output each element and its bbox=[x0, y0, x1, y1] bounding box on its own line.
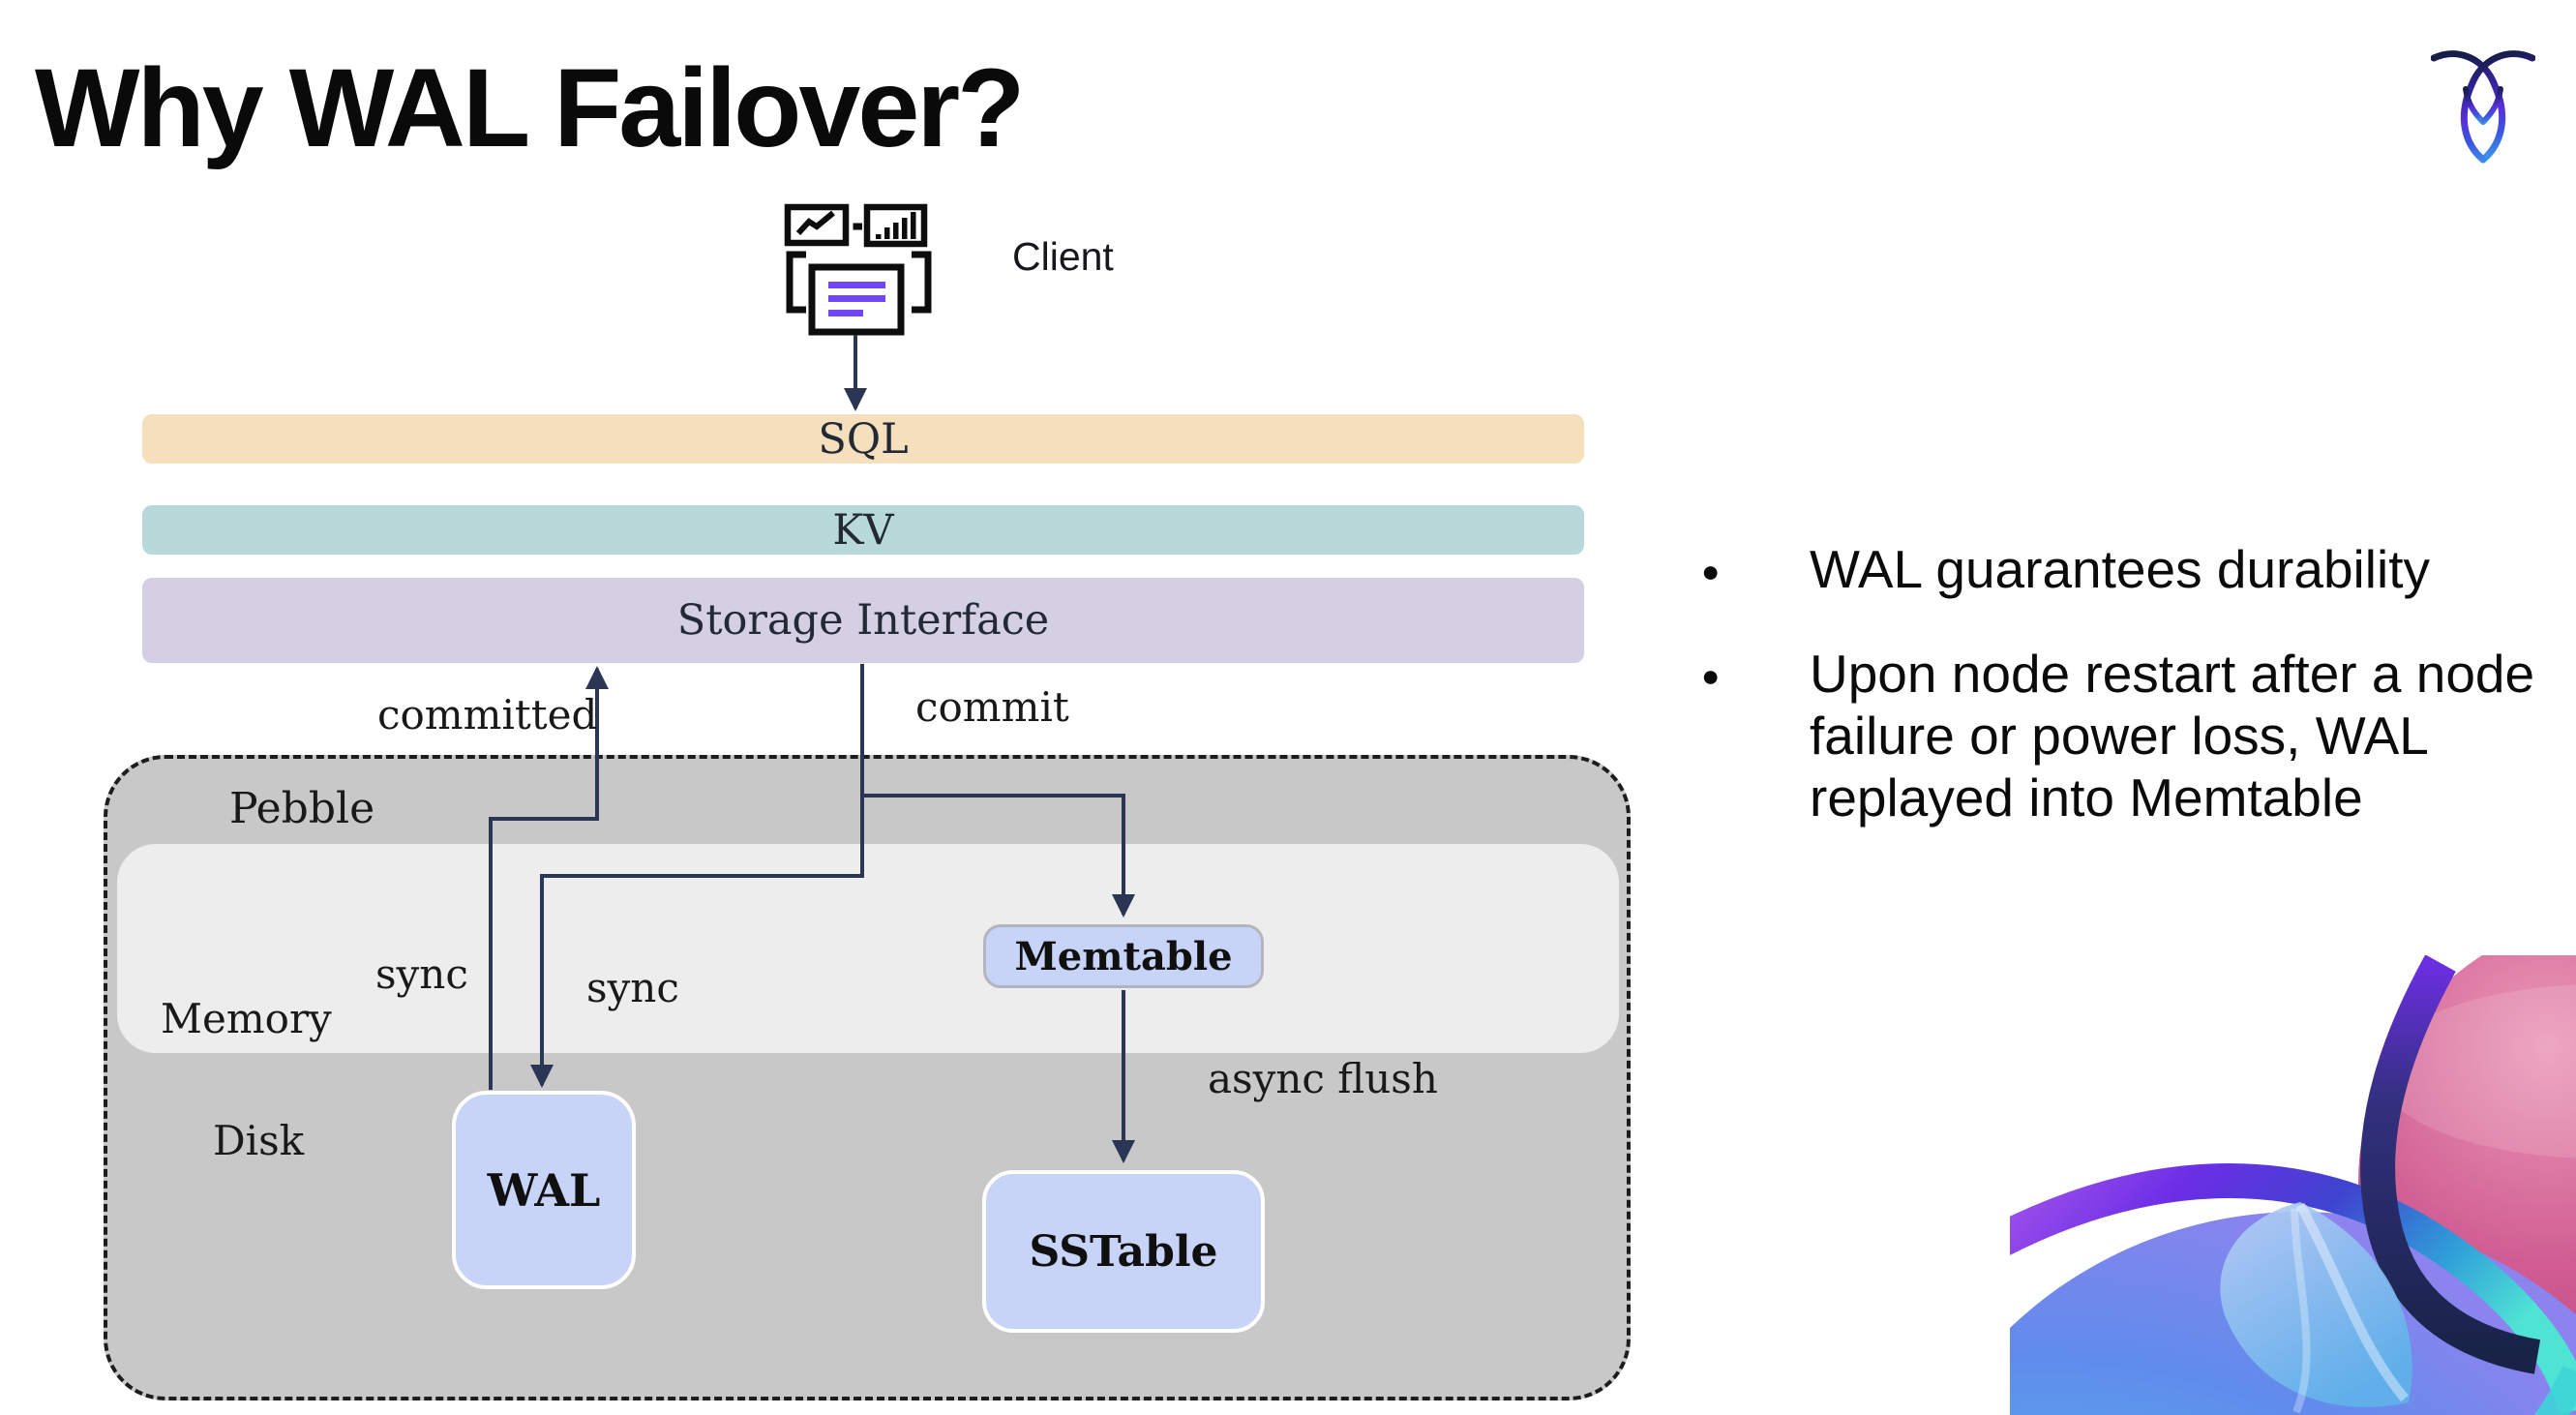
memory-band bbox=[117, 844, 1619, 1053]
client-label: Client bbox=[1012, 234, 1114, 279]
bullet-list: WAL guarantees durability Upon node rest… bbox=[1695, 538, 2534, 871]
node-sstable: SSTable bbox=[982, 1170, 1265, 1333]
edge-label-sync-right: sync bbox=[586, 964, 679, 1011]
bullet-text: WAL guarantees durability bbox=[1810, 539, 2430, 599]
pebble-container: Pebble Memory Disk bbox=[104, 755, 1631, 1400]
layer-storage-label: Storage Interface bbox=[676, 596, 1050, 645]
disk-label: Disk bbox=[213, 1117, 305, 1164]
edge-label-sync-left: sync bbox=[375, 950, 468, 998]
node-sstable-label: SSTable bbox=[1029, 1226, 1218, 1277]
layer-storage-interface: Storage Interface bbox=[142, 578, 1584, 663]
cockroachdb-brand-art bbox=[2010, 955, 2576, 1415]
pebble-label: Pebble bbox=[229, 784, 375, 833]
node-wal: WAL bbox=[452, 1091, 636, 1289]
layer-kv-label: KV bbox=[832, 505, 894, 555]
node-wal-label: WAL bbox=[487, 1163, 601, 1217]
edge-label-commit: commit bbox=[915, 683, 1069, 731]
layer-sql-label: SQL bbox=[818, 414, 909, 464]
bullet-text: Upon node restart after a node failure o… bbox=[1810, 644, 2535, 828]
bullet-item: WAL guarantees durability bbox=[1695, 538, 2576, 602]
cockroachdb-logo-icon bbox=[2431, 50, 2535, 164]
layer-sql: SQL bbox=[142, 414, 1584, 464]
layer-kv: KV bbox=[142, 505, 1584, 555]
node-memtable-label: Memtable bbox=[1014, 933, 1233, 979]
bullet-item: Upon node restart after a node failure o… bbox=[1695, 643, 2576, 828]
memory-label: Memory bbox=[161, 995, 332, 1042]
page-title: Why WAL Failover? bbox=[35, 46, 1025, 170]
node-memtable: Memtable bbox=[983, 924, 1264, 988]
edge-label-async-flush: async flush bbox=[1208, 1055, 1438, 1102]
client-workstation-icon bbox=[784, 203, 932, 336]
edge-label-committed: committed bbox=[377, 691, 598, 738]
